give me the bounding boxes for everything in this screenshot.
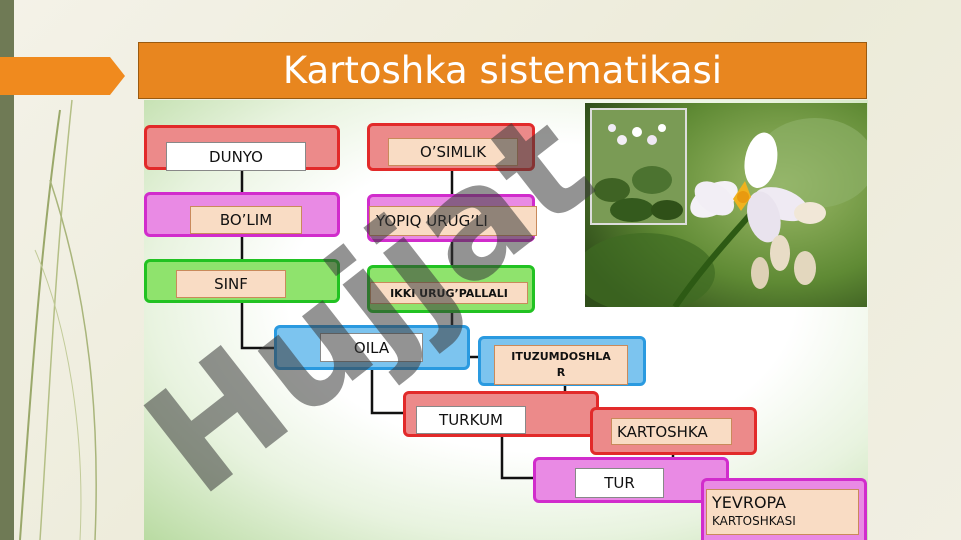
label-yopiq: YOPIQ URUG’LI — [369, 206, 537, 236]
potato-plant-inset-photo — [590, 108, 687, 225]
orange-arrow-tab — [0, 57, 125, 95]
label-tur: TUR — [575, 468, 664, 498]
label-bolim: BO’LIM — [190, 206, 302, 234]
left-accent-bar — [0, 0, 14, 540]
label-turkum: TURKUM — [416, 406, 526, 434]
label-osimlik: O’SIMLIK — [388, 138, 518, 166]
label-yevropa-line1: YEVROPA — [712, 493, 787, 512]
label-ituzumdoshlar-line1: ITUZUMDOSHLA — [511, 350, 611, 363]
label-sinf: SINF — [176, 270, 286, 298]
label-ituzumdoshlar: ITUZUMDOSHLA R — [494, 345, 628, 385]
label-ikki: IKKI URUG’PALLALI — [370, 282, 528, 304]
title-bar: Kartoshka sistematikasi — [138, 42, 867, 99]
label-yevropa-kartoshkasi: YEVROPA KARTOSHKASI — [706, 489, 859, 535]
label-ituzumdoshlar-line2: R — [556, 366, 566, 379]
label-kartoshka: KARTOSHKA — [611, 418, 732, 445]
slide-title: Kartoshka sistematikasi — [282, 49, 723, 92]
label-yevropa-line2: KARTOSHKASI — [712, 514, 796, 528]
label-dunyo: DUNYO — [166, 142, 306, 171]
label-oila: OILA — [320, 333, 423, 362]
